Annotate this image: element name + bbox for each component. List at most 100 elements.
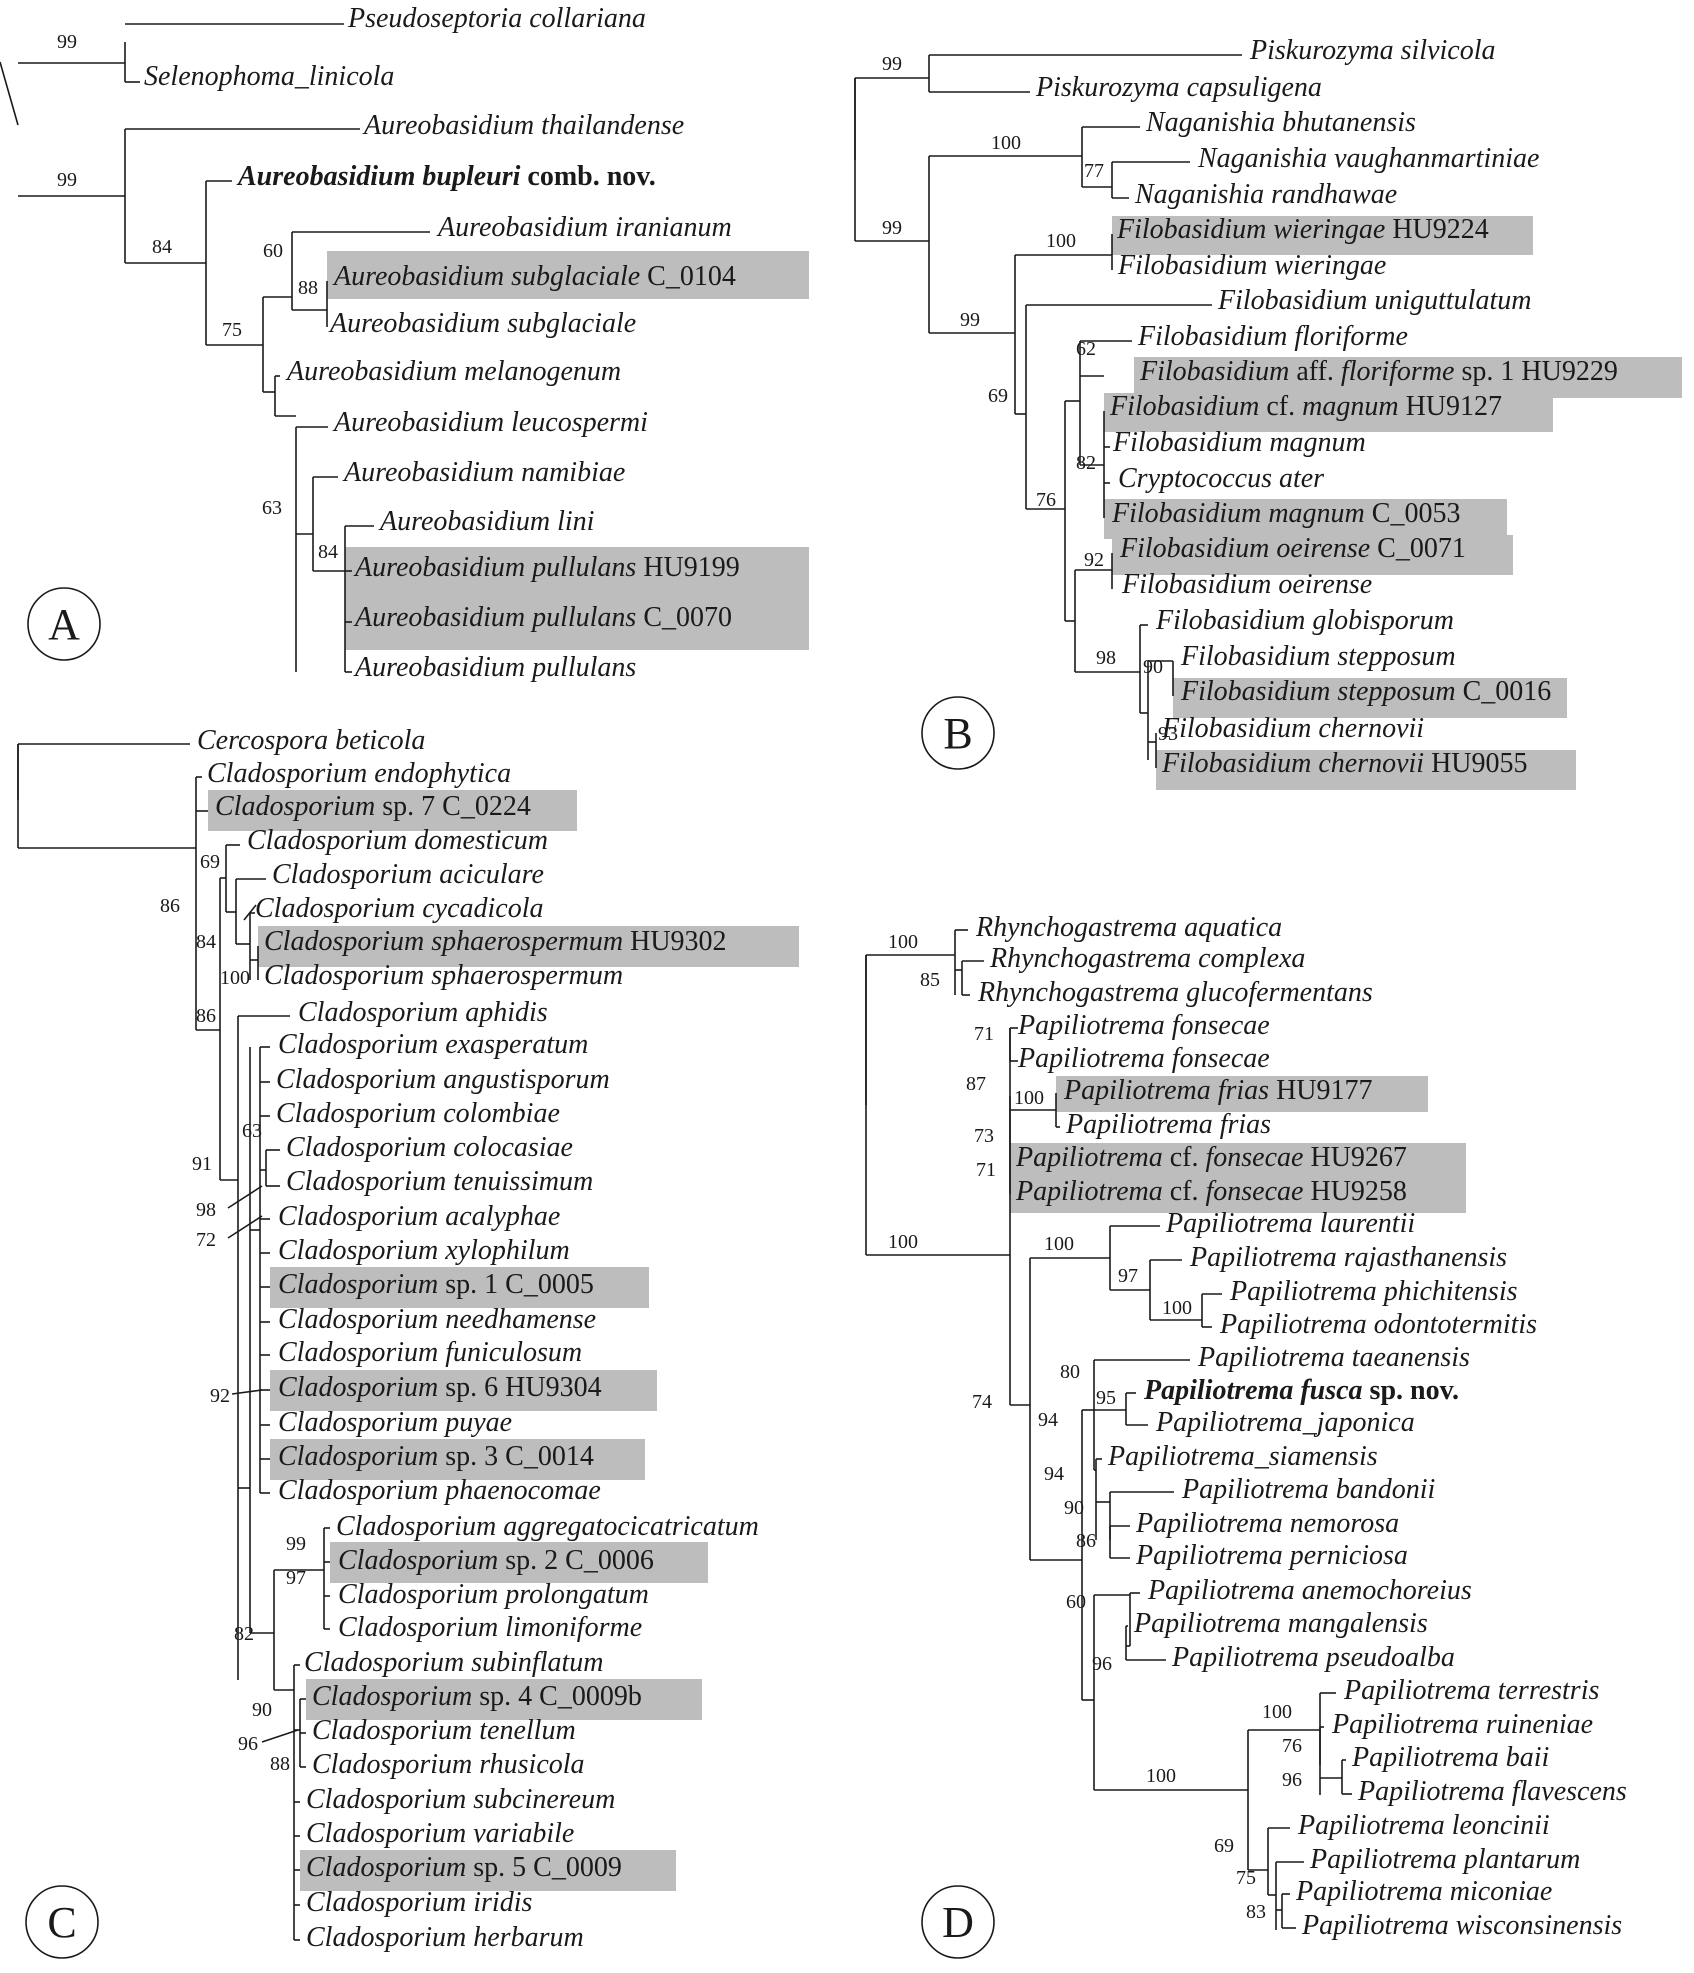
support-value: 96 bbox=[1092, 1653, 1112, 1675]
clade bbox=[1065, 340, 1132, 518]
support-value: 100 bbox=[1262, 1701, 1292, 1723]
clade bbox=[274, 1664, 306, 1941]
clade bbox=[1126, 1424, 1148, 1426]
support-value: 69 bbox=[200, 851, 220, 873]
taxon-label: Naganishia randhawae bbox=[1134, 179, 1397, 210]
highlight-box bbox=[208, 790, 577, 831]
taxon-label: Cladosporium domesticum bbox=[247, 825, 548, 856]
taxon-label: Cladosporium sp. 1 C_0005 bbox=[278, 1269, 594, 1300]
taxon-label: Papiliotrema miconiae bbox=[1295, 1876, 1552, 1907]
taxon-label: Piskurozyma silvicola bbox=[1249, 35, 1495, 66]
taxon-label: Papiliotrema terrestris bbox=[1343, 1675, 1599, 1706]
taxon-label: Papiliotrema plantarum bbox=[1309, 1844, 1580, 1875]
taxon-label: Cladosporium puyae bbox=[278, 1407, 512, 1438]
taxon-label: Cladosporium limoniforme bbox=[338, 1612, 642, 1643]
clade bbox=[220, 844, 266, 980]
support-value: 100 bbox=[1044, 1233, 1074, 1255]
clade bbox=[1075, 624, 1174, 768]
support-value: 96 bbox=[1282, 1769, 1302, 1791]
taxon-label: Papiliotrema rajasthanensis bbox=[1189, 1242, 1507, 1273]
support-value: 98 bbox=[196, 1199, 216, 1221]
panel-a bbox=[0, 23, 430, 673]
highlight-box bbox=[1173, 678, 1567, 718]
clade bbox=[1148, 733, 1157, 768]
panel-c bbox=[17, 743, 330, 1941]
highlight-box bbox=[258, 926, 799, 967]
clade bbox=[1094, 1692, 1352, 1930]
taxon-label: Cladosporium aciculare bbox=[272, 859, 544, 890]
taxon-label: Cladosporium cycadicola bbox=[255, 893, 544, 924]
support-value: 99 bbox=[57, 169, 77, 191]
taxon-label: Papiliotrema bandonii bbox=[1181, 1474, 1435, 1505]
support-value: 95 bbox=[1096, 1387, 1116, 1409]
taxon-label: Papiliotrema ruineniae bbox=[1331, 1709, 1593, 1740]
clade bbox=[1010, 1093, 1060, 1128]
clade bbox=[236, 912, 259, 980]
support-value: 86 bbox=[1076, 1530, 1096, 1552]
support-value: 100 bbox=[1146, 1765, 1176, 1787]
support-value: 84 bbox=[152, 236, 172, 258]
highlight-box bbox=[1134, 357, 1682, 398]
pointer-line bbox=[231, 1389, 263, 1395]
support-value: 99 bbox=[882, 53, 902, 75]
panel-label: D bbox=[942, 1898, 974, 1947]
support-value: 69 bbox=[1214, 1835, 1234, 1857]
support-value: 97 bbox=[286, 1567, 306, 1589]
highlight-box bbox=[1156, 750, 1576, 790]
support-value: 82 bbox=[1076, 452, 1096, 474]
taxon-label: Aureobasidium namibiae bbox=[342, 457, 625, 488]
taxon-label: Rhynchogastrema complexa bbox=[989, 943, 1305, 974]
clade bbox=[1109, 1525, 1130, 1559]
taxon-label: Cladosporium sp. 6 HU9304 bbox=[278, 1372, 602, 1403]
support-value: 94 bbox=[1044, 1463, 1064, 1485]
branch-layer bbox=[0, 23, 1352, 1941]
support-value: 71 bbox=[974, 1023, 994, 1045]
highlight-box bbox=[270, 1370, 657, 1411]
taxon-label: Papiliotrema taeanensis bbox=[1197, 1342, 1470, 1373]
clade bbox=[313, 525, 374, 673]
clade bbox=[1075, 553, 1113, 589]
stem-branch bbox=[0, 61, 19, 126]
clade bbox=[1065, 553, 1174, 768]
support-value: 80 bbox=[1060, 1361, 1080, 1383]
taxon-label: Papiliotrema nemorosa bbox=[1135, 1508, 1399, 1539]
clade bbox=[855, 126, 1212, 768]
taxon-label: Cladosporium endophytica bbox=[207, 758, 511, 789]
support-value: 75 bbox=[1236, 1867, 1256, 1889]
support-value: 93 bbox=[1158, 723, 1178, 745]
taxon-label: Aureobasidium leucospermi bbox=[332, 407, 648, 438]
clade bbox=[1148, 660, 1174, 696]
taxon-label: Naganishia bhutanensis bbox=[1145, 107, 1416, 138]
taxon-label: Papiliotrema frias bbox=[1065, 1109, 1271, 1140]
clade bbox=[296, 476, 374, 673]
taxon-label: Papiliotrema leoncinii bbox=[1297, 1810, 1550, 1841]
clade bbox=[1248, 1827, 1304, 1930]
support-value: 76 bbox=[1036, 489, 1056, 511]
taxon-label: Papiliotrema fonsecae bbox=[1017, 1010, 1270, 1041]
support-value: 86 bbox=[196, 1005, 216, 1027]
taxon-label: Filobasidium chernovii bbox=[1161, 713, 1424, 744]
clade bbox=[1094, 1592, 1166, 1661]
clade bbox=[226, 878, 266, 980]
clade bbox=[274, 1527, 330, 1630]
clade bbox=[1096, 1491, 1174, 1559]
support-value: 98 bbox=[1096, 647, 1116, 669]
highlight-layer bbox=[208, 216, 1682, 1891]
taxon-label: Papiliotrema baii bbox=[1351, 1742, 1549, 1773]
taxon-label: Cladosporium aggregatocicatricatum bbox=[336, 1511, 759, 1542]
highlight-box bbox=[300, 1850, 676, 1891]
clade bbox=[275, 415, 374, 673]
taxon-label: Papiliotrema cf. fonsecae HU9267 bbox=[1015, 1142, 1407, 1173]
support-value: 100 bbox=[888, 931, 918, 953]
panel-label: B bbox=[943, 709, 972, 758]
taxon-label: Cladosporium tenellum bbox=[312, 1715, 576, 1746]
support-value: 90 bbox=[1143, 656, 1163, 678]
taxon-label: Aureobasidium pullulans HU9199 bbox=[353, 552, 740, 583]
taxon-label: Aureobasidium pullulans C_0070 bbox=[353, 602, 732, 633]
support-value: 83 bbox=[1246, 1901, 1266, 1923]
support-value: 63 bbox=[242, 1120, 262, 1142]
taxon-label: Filobasidium globisporum bbox=[1155, 605, 1454, 636]
taxon-label: Papiliotrema fusca sp. nov. bbox=[1143, 1375, 1459, 1406]
clade bbox=[1080, 411, 1110, 518]
